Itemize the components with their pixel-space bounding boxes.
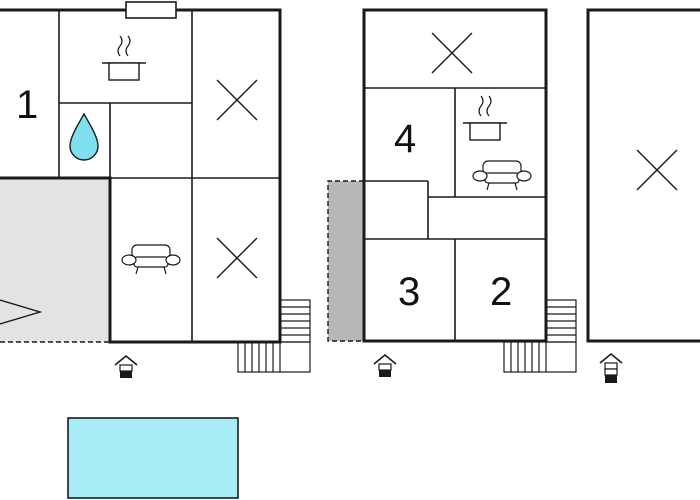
cross-icon — [431, 32, 473, 74]
left-building: 1 — [0, 1, 311, 379]
terrace-area — [0, 178, 110, 342]
cross-icon — [636, 149, 678, 191]
entrance-arrow-icon — [373, 354, 397, 378]
right-building — [586, 8, 700, 383]
sofa-icon — [472, 160, 532, 191]
balcony-boundary — [327, 180, 364, 342]
pot-icon — [101, 35, 147, 81]
sofa-icon — [121, 244, 181, 275]
stairs-icon — [503, 299, 577, 373]
pot-icon — [462, 95, 508, 141]
stairs-icon — [237, 299, 311, 373]
room-number-2: 2 — [490, 270, 512, 314]
entrance-arrow-icon — [599, 352, 623, 383]
exterior-wall — [586, 8, 700, 343]
cross-icon — [216, 237, 258, 279]
room-number-3: 3 — [398, 270, 420, 314]
triangle-mark-icon — [0, 299, 43, 325]
balcony-area — [328, 181, 364, 341]
middle-building: 4 3 2 — [327, 8, 577, 378]
swimming-pool — [67, 417, 239, 499]
window-icon — [125, 1, 177, 19]
entrance-arrow-icon — [114, 355, 138, 379]
room-number-1: 1 — [16, 83, 38, 127]
exterior-wall — [0, 8, 282, 344]
water-drop-icon — [69, 112, 99, 161]
room-number-4: 4 — [394, 117, 416, 161]
cross-icon — [216, 79, 258, 121]
